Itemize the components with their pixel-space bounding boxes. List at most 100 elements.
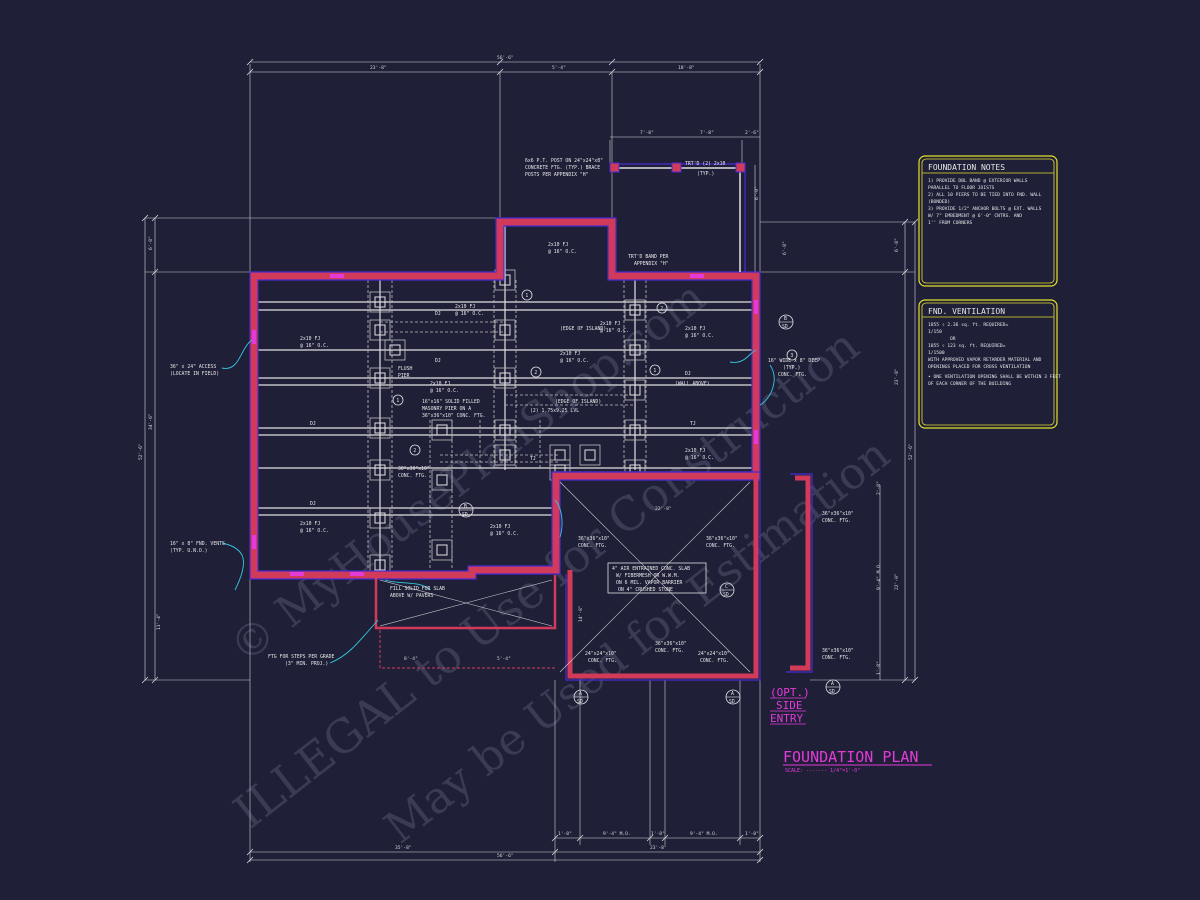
callout-number: 2 bbox=[660, 306, 663, 312]
callout-marker: 2 bbox=[656, 302, 668, 314]
label-fj-6: 2x10 FJ bbox=[685, 448, 705, 454]
section-marker-a-2[interactable]: ASD bbox=[725, 689, 741, 705]
dim-left-overall: 52'-6" bbox=[138, 443, 144, 460]
dim-top-c: 18'-8" bbox=[678, 65, 695, 71]
callout-number: 3 bbox=[790, 353, 793, 359]
callout-number: 1 bbox=[653, 368, 656, 374]
ventilation-title: FND. VENTILATION bbox=[928, 307, 1005, 316]
extension-lines bbox=[145, 64, 915, 862]
foundation-notes-panel: FOUNDATION NOTES 1) PROVIDE DBL BAND @ E… bbox=[918, 155, 1058, 287]
pier bbox=[431, 419, 453, 441]
foundation-note-line: 1'' FROM CORNERS bbox=[928, 220, 972, 226]
section-marker-a-3[interactable]: ASD bbox=[825, 679, 841, 695]
foundation-note-line: 3) PROVIDE 1/2" ANCHOR BOLTS @ EXT. WALL… bbox=[928, 206, 1042, 212]
dim-left-b: 34'-6" bbox=[148, 413, 154, 430]
label-fj-4b: @ 16" O.C. bbox=[560, 358, 589, 364]
porch-posts bbox=[609, 162, 746, 173]
dimension-lines bbox=[144, 61, 916, 861]
label-fj-1b: @ 16" O.C. bbox=[300, 343, 329, 349]
section-marker-b-2[interactable]: BSD bbox=[458, 502, 474, 518]
label-post-3: POSTS PER APPENDIX "H" bbox=[525, 172, 589, 178]
slab-note: 4" AIR ENTRAINED CONC. SLAB W/ FIBERMESH… bbox=[607, 562, 707, 594]
dim-bottom-b: 1'-8" bbox=[558, 831, 572, 837]
callout-number: 1 bbox=[525, 293, 528, 299]
dim-step-a: 8'-4" bbox=[404, 656, 418, 662]
ventilation-line: 1/150 bbox=[928, 329, 942, 335]
step-footing bbox=[379, 630, 555, 669]
ventilation-panel: FND. VENTILATION 1855 ÷ 2.36 sq. ft. REQ… bbox=[918, 299, 1061, 429]
label-steps-2: (3" MIN. PROJ.) bbox=[285, 661, 328, 667]
dim-porch-right-a: 6'-0" bbox=[754, 186, 760, 200]
side-entry-label: (OPT.) SIDE ENTRY bbox=[770, 686, 810, 725]
slab-note-4: ON 4" CRUSHED STONE bbox=[618, 587, 673, 593]
callout-marker: 3 bbox=[786, 349, 798, 361]
section-marker-a-1[interactable]: ASD bbox=[573, 689, 589, 705]
label-fj-5: 2x10 FJ bbox=[685, 326, 705, 332]
label-ftg30: 30"x30"x10" bbox=[398, 466, 430, 472]
pier bbox=[369, 417, 391, 439]
callout-markers: 1 1 2 2 2 1 3 bbox=[392, 289, 798, 456]
dim-porch-b: 7'-8" bbox=[700, 130, 714, 136]
label-flush: FLUSH bbox=[398, 366, 413, 372]
foundation-note-line: 2) ALL 10 PIERS TO BE TIED INTO FND. WAL… bbox=[928, 192, 1042, 198]
callout-marker: 1 bbox=[392, 394, 404, 406]
label-g3b: CONC. FTG. bbox=[655, 648, 684, 654]
section-markers: BSD BSD CSD ASD ASD ASD bbox=[458, 314, 841, 705]
side-entry-line-3: ENTRY bbox=[770, 712, 803, 725]
label-wall-above: (WALL ABOVE) bbox=[675, 381, 710, 387]
label-tj-2: TJ bbox=[530, 456, 536, 462]
ventilation-line: WITH APPROVED VAPOR RETARDER MATERIAL AN… bbox=[928, 357, 1042, 363]
side-entry-outline bbox=[786, 473, 813, 673]
label-fj-2b: @ 16" O.C. bbox=[300, 528, 329, 534]
label-tj-1: TJ bbox=[690, 421, 696, 427]
label-fj-8: 2x10 FJ bbox=[600, 321, 620, 327]
svg-text:A: A bbox=[731, 691, 734, 697]
ventilation-line: 1855 ÷ 123 sq. ft. REQUIRED= bbox=[928, 343, 1006, 349]
side-entry-line-2: SIDE bbox=[776, 699, 803, 712]
label-g2b: CONC. FTG. bbox=[706, 543, 735, 549]
section-marker-b-1[interactable]: BSD bbox=[778, 314, 794, 330]
label-g5b: CONC. FTG. bbox=[700, 658, 729, 664]
dim-bottom-c: 9'-4" M.O. bbox=[603, 831, 631, 837]
foundation-note-line: W/ 7" EMBEDMENT @ 6'-0" CNTRS. AND bbox=[928, 213, 1022, 219]
dim-bottom-f: 1'-8" bbox=[745, 831, 759, 837]
label-g1: 36"x36"x10" bbox=[578, 536, 610, 542]
label-dj-3: DJ bbox=[310, 421, 316, 427]
dim-porch-c: 2'-6" bbox=[745, 130, 759, 136]
label-fj-4: 2x10 FJ bbox=[560, 351, 580, 357]
callout-marker: 2 bbox=[530, 366, 542, 378]
pier bbox=[369, 367, 391, 389]
pier bbox=[384, 339, 406, 361]
label-trtd-band-2: APPENDIX "H" bbox=[634, 261, 669, 267]
pier-group bbox=[369, 269, 646, 576]
svg-text:A: A bbox=[579, 691, 582, 697]
ventilation-line: 1/1500 bbox=[928, 350, 945, 356]
pier bbox=[624, 379, 646, 401]
slab-note-3: ON 6 MIL. VAPOR BARRIER bbox=[616, 580, 683, 586]
label-g4b: CONC. FTG. bbox=[588, 658, 617, 664]
label-fj-8b: @ 16" O.C. bbox=[600, 328, 629, 334]
section-marker-c[interactable]: CSD bbox=[719, 582, 735, 598]
slab-note-2: W/ FIBERMESH OR W.W.M. bbox=[616, 573, 680, 579]
label-ftg30b: CONC. FTG. bbox=[398, 473, 427, 479]
plan-title-text: FOUNDATION PLAN bbox=[783, 748, 918, 766]
dim-left-c: 11'-4" bbox=[156, 613, 162, 630]
plan-scale: SCALE: ------- 1/4"=1'-0" bbox=[785, 768, 860, 774]
label-fj-2: 2x10 FJ bbox=[300, 521, 320, 527]
foundation-note-line: 1) PROVIDE DBL BAND @ EXTERIOR WALLS bbox=[928, 178, 1028, 184]
pier bbox=[431, 539, 453, 561]
callout-marker: 1 bbox=[521, 289, 533, 301]
dim-top-b: 5'-4" bbox=[552, 65, 566, 71]
pier bbox=[579, 444, 601, 466]
beams bbox=[367, 280, 647, 570]
label-g3: 36"x36"x10" bbox=[655, 641, 687, 647]
label-fj-1: 2x10 FJ bbox=[300, 336, 320, 342]
callout-number: 2 bbox=[413, 448, 416, 454]
label-flush-2: PIER bbox=[398, 373, 410, 379]
label-deep-3: CONC. FTG. bbox=[778, 372, 807, 378]
pier bbox=[624, 419, 646, 441]
dim-overall-top: 56'-6" bbox=[497, 55, 514, 61]
svg-text:SD: SD bbox=[723, 592, 729, 598]
